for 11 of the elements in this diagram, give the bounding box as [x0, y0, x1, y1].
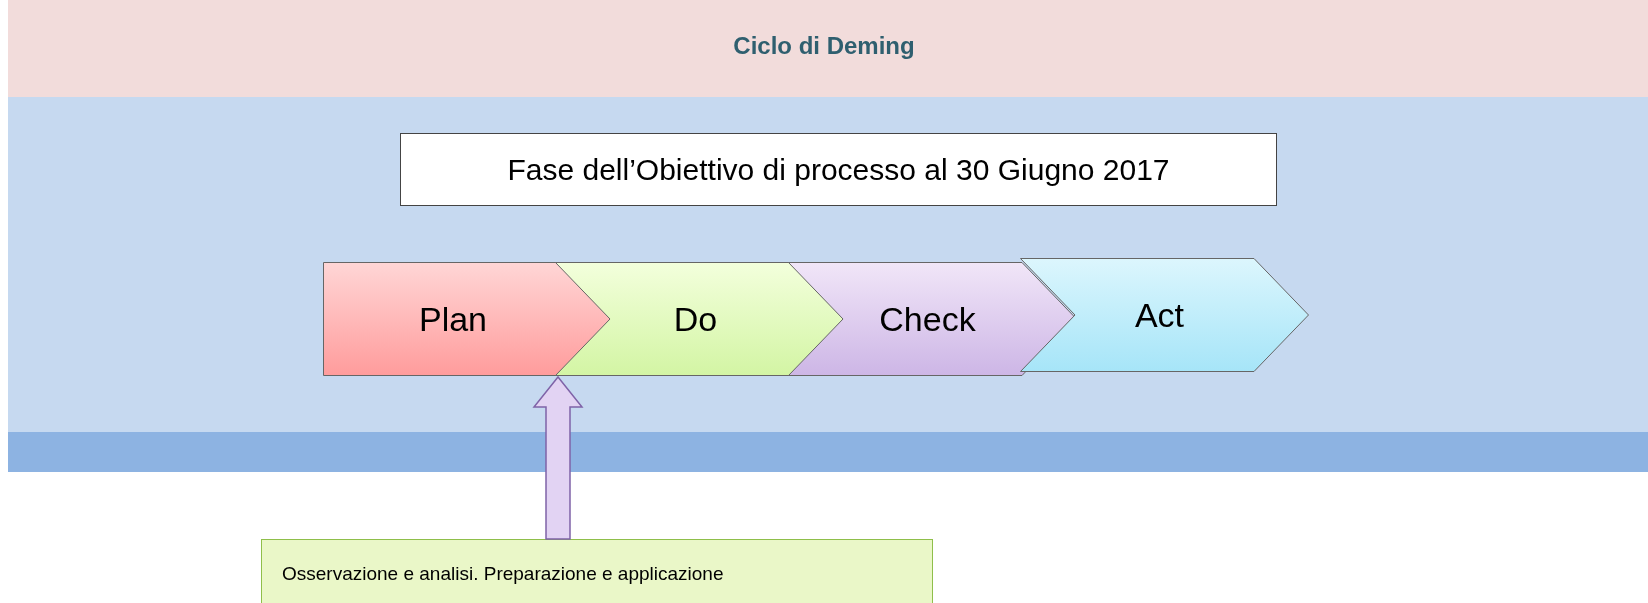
block-arrow — [532, 375, 584, 540]
node-label: Do — [673, 299, 718, 339]
note-box — [261, 539, 933, 603]
node-label: Act — [1134, 295, 1185, 335]
heading-box — [400, 133, 1277, 206]
node-label: Check — [879, 299, 976, 339]
phase-step — [788, 262, 1077, 376]
node-label: Osservazione e analisi. Preparazione e applicazione — [282, 563, 724, 585]
node-label: Fase dell’Obiettivo di processo al 30 Giugno 2017 — [507, 152, 1170, 187]
phase-step — [1020, 258, 1309, 372]
title: Ciclo di Deming — [733, 32, 915, 60]
